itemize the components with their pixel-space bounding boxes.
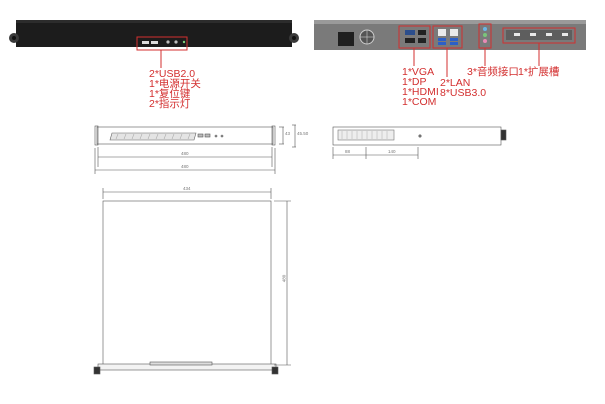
dim-side-b: 140 xyxy=(388,149,396,154)
side-view-drawing xyxy=(332,126,507,159)
front-view-drawing xyxy=(94,124,296,174)
led-indicator xyxy=(182,40,186,44)
dim-front-inner-width: 480 xyxy=(181,151,189,156)
expansion-slot xyxy=(506,30,572,40)
callout-rear-slot: 1*扩展槽 xyxy=(518,66,560,78)
reset-button xyxy=(174,40,178,44)
dim-front-ears: 45.50 xyxy=(297,131,309,136)
top-view-drawing xyxy=(93,188,291,375)
top-outline xyxy=(102,200,272,366)
dim-front-total-width: 480 xyxy=(181,164,189,169)
power-inlet xyxy=(338,32,354,46)
callout-front-reset: 1*复位键 xyxy=(149,88,191,100)
dim-side-a: 88 xyxy=(345,149,351,154)
callout-rear-usb3: 8*USB3.0 xyxy=(440,87,487,99)
front-panel-photo xyxy=(9,20,299,68)
callout-rear-dp: 1*DP xyxy=(402,76,427,88)
audio-jacks xyxy=(483,27,487,43)
power-button xyxy=(166,40,170,44)
rear-panel-photo xyxy=(314,20,586,77)
callout-front-usb: 2*USB2.0 xyxy=(149,68,196,80)
callout-front-led: 2*指示灯 xyxy=(149,98,191,110)
callout-front-power: 1*电源开关 xyxy=(149,78,201,90)
front-outline xyxy=(96,126,274,145)
callout-rear-lan: 2*LAN xyxy=(440,77,471,89)
dim-top-width: 434 xyxy=(183,186,191,191)
front-usb-ports xyxy=(142,41,158,44)
callout-rear-vga: 1*VGA xyxy=(402,66,435,78)
callout-rear-hdmi: 1*HDMI xyxy=(402,86,439,98)
lan-usb3-ports xyxy=(438,29,458,45)
dim-top-depth: 480 xyxy=(281,274,287,283)
front-callout-box xyxy=(136,36,188,51)
dim-front-height: 43 xyxy=(285,131,291,136)
video-ports xyxy=(405,30,426,43)
callout-rear-com: 1*COM xyxy=(402,96,437,108)
callout-rear-audio: 3*音频接口 xyxy=(467,66,519,78)
